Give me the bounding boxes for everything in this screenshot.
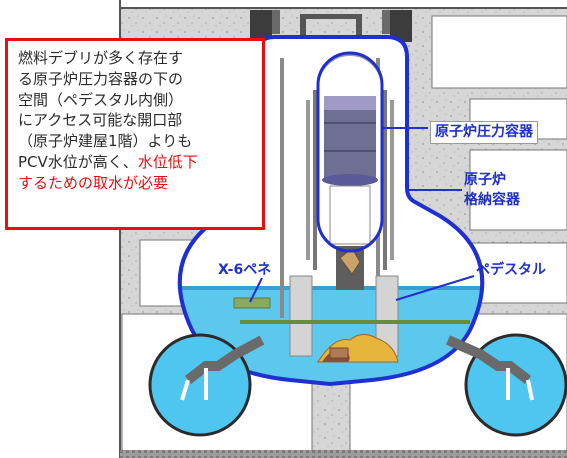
callout-line-1: 燃料デブリが多く存在す bbox=[18, 49, 184, 67]
torus-right-pipe bbox=[445, 335, 532, 384]
callout-line-4: にアクセス可能な開口部 bbox=[18, 111, 183, 130]
callout-line-3: 空間（ペデスタル内側） bbox=[18, 90, 184, 109]
torus-right-leg bbox=[506, 368, 534, 401]
fuel-debris-block bbox=[329, 347, 349, 359]
callout-line-6-red: 水位低下 bbox=[137, 152, 198, 171]
pool-wall-right bbox=[390, 10, 412, 42]
callout-line-7: するための取水が必要 bbox=[18, 173, 169, 192]
floor-grating bbox=[120, 450, 567, 458]
pool-wall-left bbox=[250, 10, 272, 42]
torus-left-leg bbox=[180, 368, 208, 401]
shield-wall-left bbox=[280, 58, 284, 318]
rpv-core-upper bbox=[324, 96, 376, 110]
room-right-mid-2 bbox=[469, 149, 567, 231]
callout-line-6: PCV水位が高く、水位低下 bbox=[18, 152, 254, 173]
label-pedestal: ペデスタル bbox=[476, 262, 546, 278]
callout-line-2: る原子炉圧力容器の下の bbox=[18, 69, 184, 88]
pool-wall-left-inner bbox=[272, 10, 280, 34]
rpv-lower-head bbox=[329, 185, 371, 245]
callout-line-6-normal: PCV水位が高く、 bbox=[18, 152, 138, 171]
pool-wall-right-inner bbox=[382, 10, 390, 34]
rpv-rail-left-2 bbox=[306, 100, 310, 260]
pcv-water-surface bbox=[179, 286, 483, 290]
torus-right bbox=[445, 333, 567, 437]
rpv-shroud-head bbox=[322, 174, 378, 186]
rpv-core-band-1 bbox=[324, 122, 376, 124]
label-pcv-line2: 格納容器 bbox=[464, 192, 520, 208]
pedestal-pointer bbox=[395, 275, 475, 301]
pool-gate-post-left bbox=[300, 14, 306, 36]
callout-line-5: （原子炉建屋1階）よりも bbox=[18, 132, 193, 151]
label-x6: X-6ペネ bbox=[218, 262, 272, 278]
room-upper-right bbox=[431, 15, 567, 89]
pool-gate-bar bbox=[300, 14, 362, 19]
pool-gate-post-right bbox=[356, 14, 362, 36]
label-rpv: 原子炉圧力容器 bbox=[430, 121, 538, 144]
pedestal-wall-left bbox=[289, 275, 313, 357]
label-pcv-line1: 原子炉 bbox=[464, 172, 506, 188]
torus-left-pipe bbox=[184, 335, 265, 384]
rpv-rail-right bbox=[383, 90, 387, 270]
rpv-rail-left bbox=[313, 90, 317, 270]
rpv-outline bbox=[316, 51, 384, 253]
rpv-core-band-2 bbox=[324, 150, 376, 152]
callout-box: 燃料デブリが多く存在す る原子炉圧力容器の下の 空間（ペデスタル内側） にアクセ… bbox=[5, 38, 265, 230]
torus-left bbox=[148, 333, 265, 437]
x6-pointer bbox=[249, 277, 263, 303]
rpv-rail-right-2 bbox=[390, 100, 394, 260]
x6-rail bbox=[240, 320, 470, 324]
